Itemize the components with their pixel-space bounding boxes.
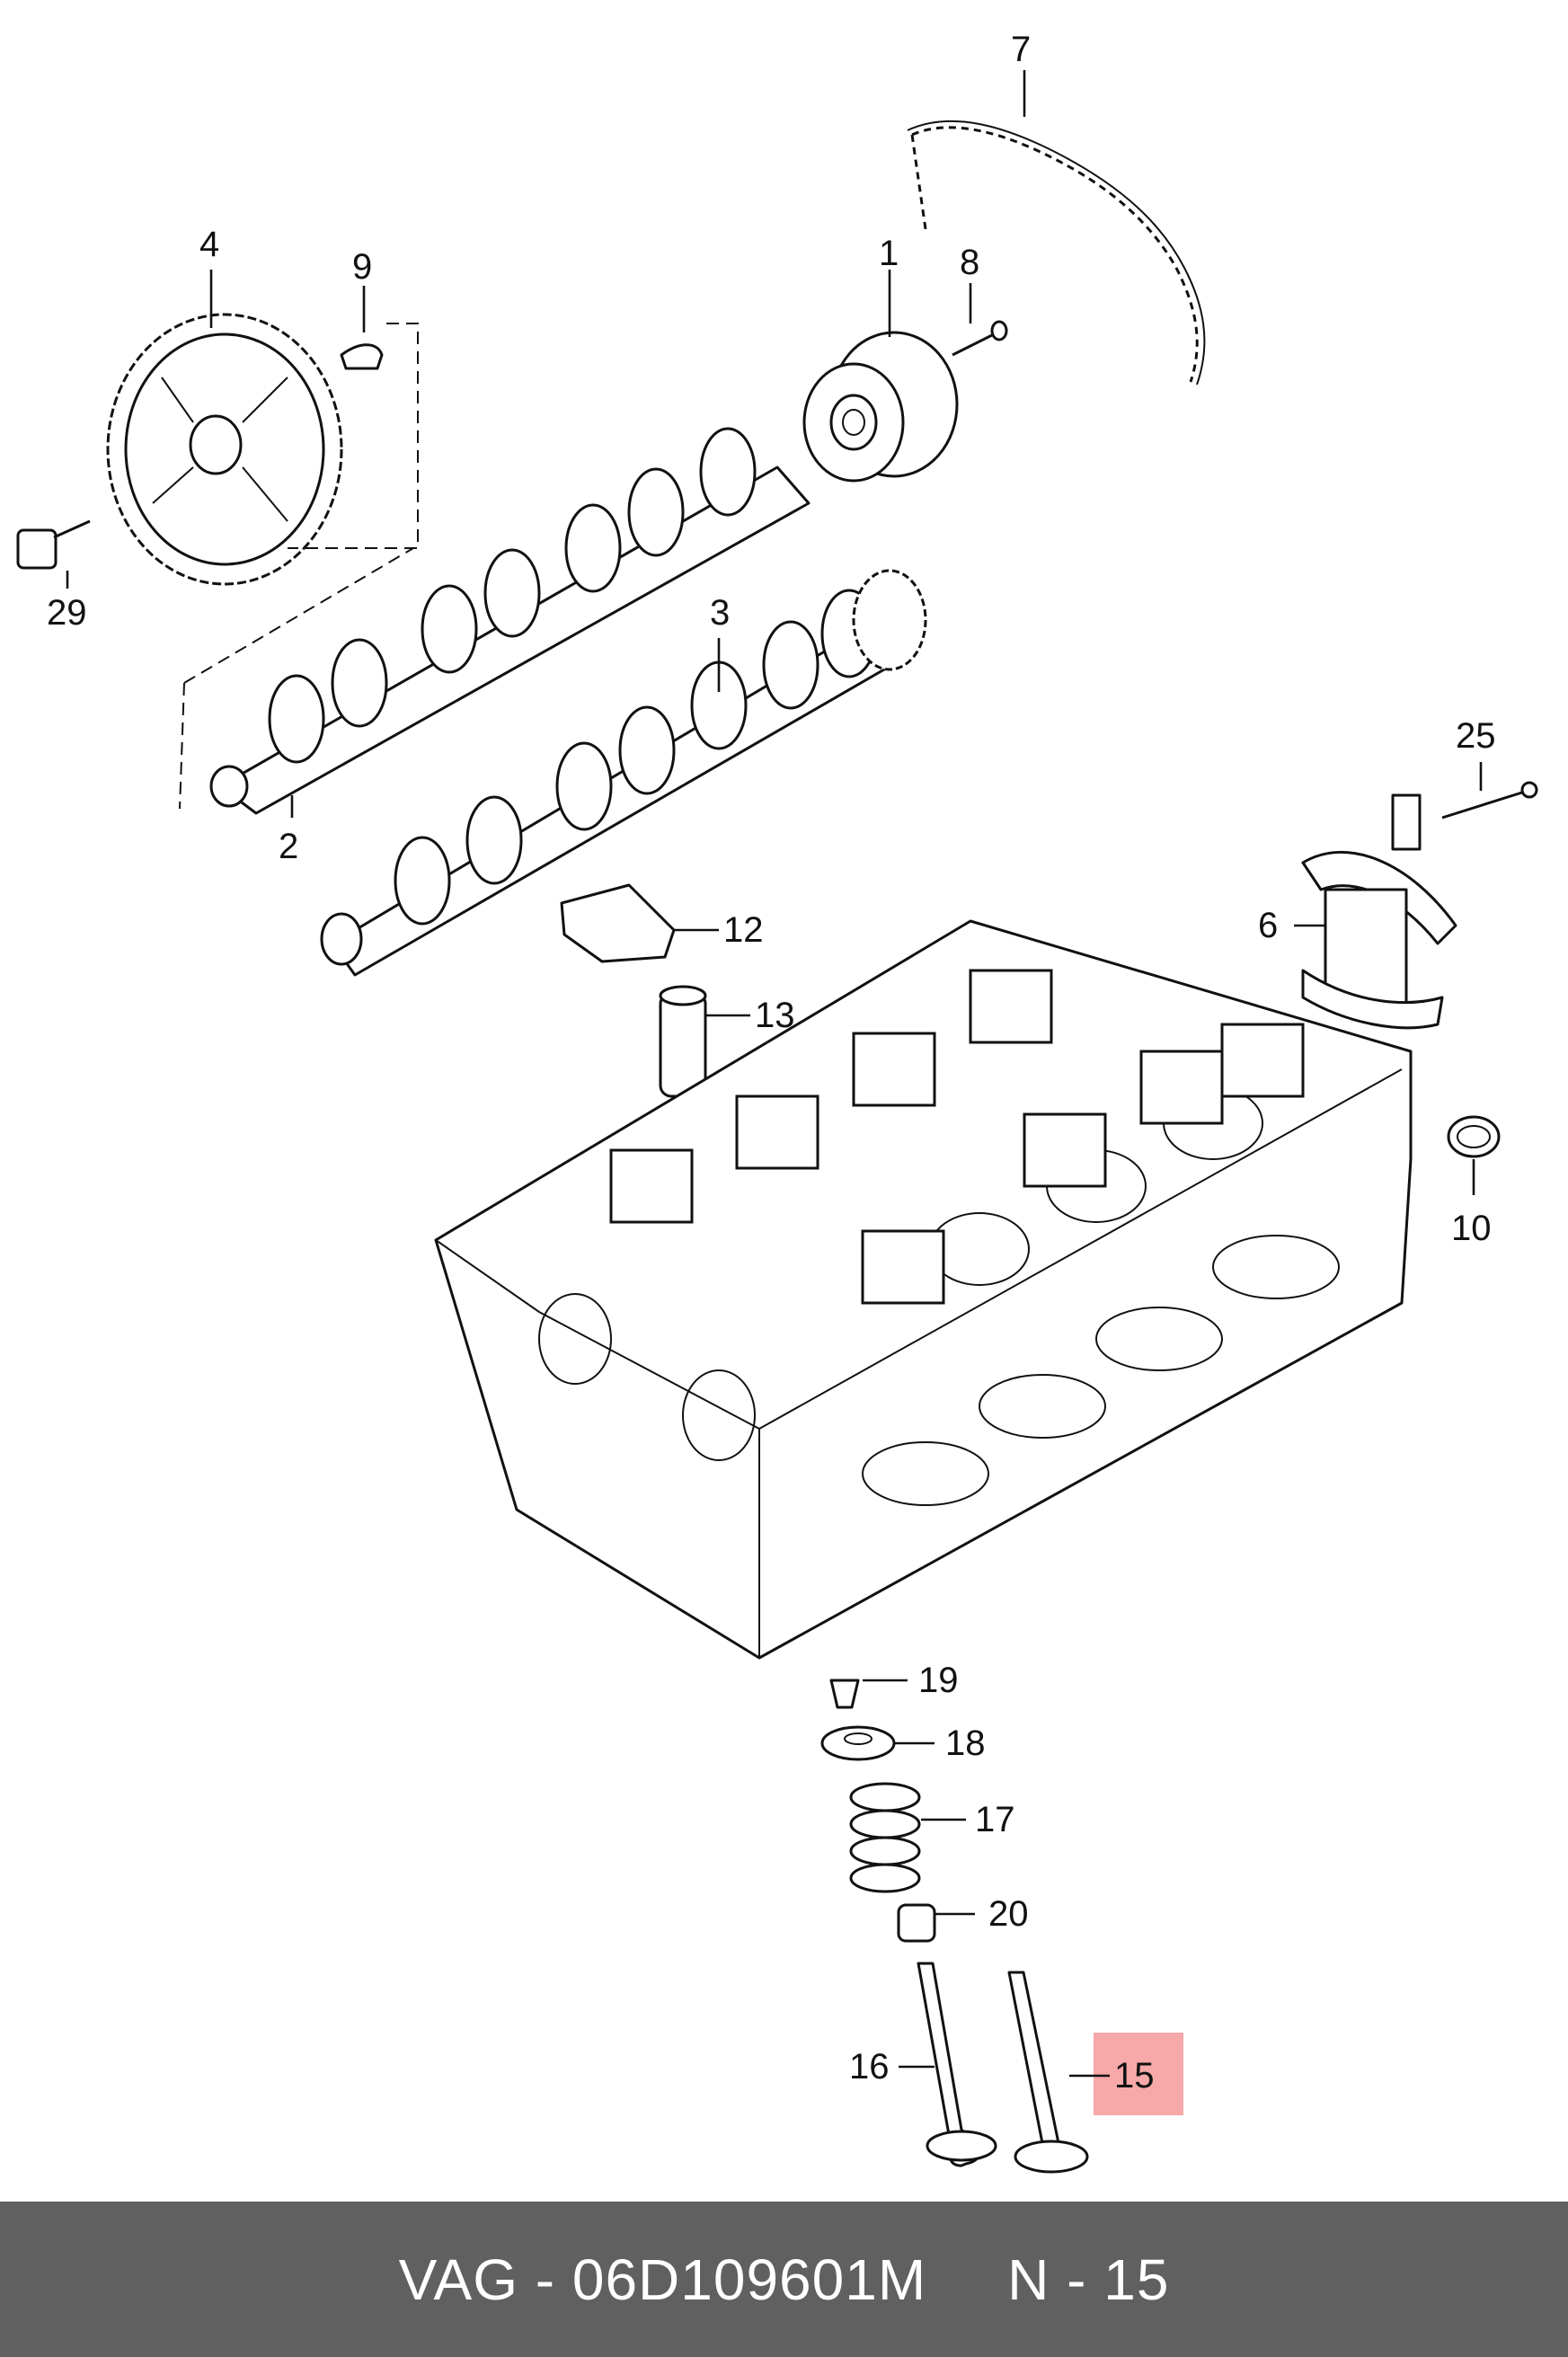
cylinder-head (434, 919, 1413, 1660)
key-9 (288, 323, 419, 549)
callout-7: 7 (1011, 30, 1031, 69)
callout-17: 17 (975, 1800, 1015, 1839)
callout-1: 1 (879, 234, 899, 273)
valve-keeper-19 (829, 1679, 860, 1709)
callout-2: 2 (279, 827, 298, 866)
camshaft-gear (106, 313, 343, 586)
valve-stem-seal-20 (897, 1903, 936, 1943)
valve-16 (917, 1962, 997, 2167)
callout-9: 9 (352, 247, 372, 287)
callout-25: 25 (1456, 716, 1496, 756)
callout-6: 6 (1258, 906, 1278, 945)
footer-text: VAG - 06D109601M N - 15 (399, 2246, 1170, 2313)
camshaft-sprocket (802, 331, 959, 483)
part-number: VAG - 06D109601M (398, 2246, 927, 2312)
spring-retainer-18 (820, 1725, 896, 1761)
bolt-8 (952, 320, 1008, 357)
callout-13: 13 (755, 996, 795, 1035)
reference-number: N - 15 (1007, 2246, 1170, 2312)
callout-12: 12 (723, 910, 764, 950)
callout-3: 3 (710, 593, 730, 633)
bolt-29 (16, 519, 91, 570)
highlight-box-15 (1094, 2033, 1183, 2115)
footer-bar: VAG - 06D109601M N - 15 (0, 2202, 1568, 2357)
callout-20: 20 (988, 1894, 1029, 1934)
callout-29: 29 (47, 593, 87, 633)
leader-lines (66, 70, 1483, 2078)
callout-10: 10 (1451, 1209, 1492, 1248)
plug-10 (1447, 1115, 1501, 1158)
callout-18: 18 (945, 1723, 986, 1763)
valve-15 (1007, 1971, 1089, 2174)
camshaft-3 (320, 569, 927, 977)
valve-spring-17 (849, 1782, 921, 1893)
bolt-25 (1441, 781, 1538, 820)
callout-19: 19 (918, 1661, 959, 1700)
exploded-parts-diagram: 7 1 8 4 9 29 3 2 25 6 12 13 10 19 18 17 … (16, 30, 1538, 2174)
callout-8: 8 (960, 243, 979, 282)
callout-16: 16 (849, 2047, 890, 2087)
chain-tensioner-6 (1301, 793, 1457, 1030)
camshaft-2 (179, 427, 811, 815)
callout-4: 4 (199, 225, 219, 264)
rocker-arm-12 (560, 883, 676, 963)
timing-chain (907, 120, 1206, 385)
callout-15: 15 (1114, 2056, 1155, 2096)
lifter-13 (659, 985, 707, 1098)
